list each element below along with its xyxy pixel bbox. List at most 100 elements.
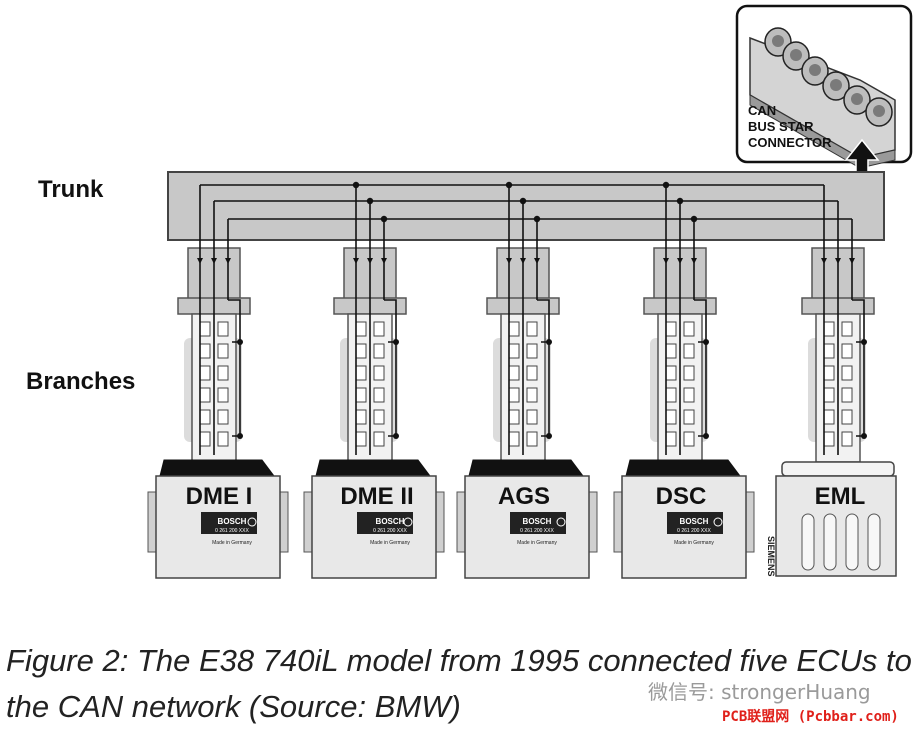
pin-slot bbox=[199, 409, 211, 425]
pin-slot bbox=[665, 365, 677, 381]
pin-slot bbox=[841, 387, 853, 403]
pin-slot bbox=[373, 387, 385, 403]
connector-label: CAN BUS STAR CONNECTOR bbox=[748, 103, 858, 151]
pin-slot bbox=[217, 365, 229, 381]
pin-slot bbox=[508, 321, 520, 337]
pin-slot bbox=[526, 431, 538, 447]
return-wire bbox=[694, 299, 707, 343]
junction-dot bbox=[861, 433, 867, 439]
pin-slot bbox=[355, 343, 367, 359]
junction-dot bbox=[676, 197, 684, 205]
pin-slot bbox=[526, 365, 538, 381]
pin-slot bbox=[373, 365, 385, 381]
junction-dot bbox=[505, 181, 513, 189]
connector-label-line: CAN bbox=[748, 103, 777, 118]
pin-slot bbox=[199, 343, 211, 359]
pin-slot bbox=[665, 431, 677, 447]
eml-rib bbox=[801, 513, 815, 571]
junction-dot bbox=[546, 339, 552, 345]
connector-label-line: CONNECTOR bbox=[748, 135, 832, 150]
junction-dot bbox=[703, 433, 709, 439]
ecu-origin: Made in Germany bbox=[517, 540, 557, 546]
ecu-bracket bbox=[435, 491, 445, 553]
pin-slot bbox=[841, 365, 853, 381]
eml-rib bbox=[845, 513, 859, 571]
eml-rib bbox=[823, 513, 837, 571]
ecu-body bbox=[311, 475, 437, 579]
ecu-part-number: 0 261 200 XXX bbox=[520, 528, 554, 534]
wire-arrow bbox=[849, 258, 855, 264]
wire-arrow bbox=[211, 258, 217, 264]
junction-dot bbox=[662, 181, 670, 189]
junction-dot bbox=[690, 215, 698, 223]
wire-arrow bbox=[663, 258, 669, 264]
pin-slot bbox=[823, 409, 835, 425]
pin-slot bbox=[526, 409, 538, 425]
pin-slot bbox=[199, 387, 211, 403]
pin-slot bbox=[683, 409, 695, 425]
bosch-logo-icon bbox=[247, 517, 257, 527]
pin-slot bbox=[373, 409, 385, 425]
pin-slot bbox=[355, 387, 367, 403]
pin-slot bbox=[217, 387, 229, 403]
ecu-part-number: 0 261 200 XXX bbox=[677, 528, 711, 534]
junction-dot bbox=[366, 197, 374, 205]
wire-arrow bbox=[367, 258, 373, 264]
wire-arrow bbox=[534, 258, 540, 264]
ecu-top-cover bbox=[315, 459, 431, 477]
ecu-name-eml: EML bbox=[814, 483, 866, 510]
pin-slot bbox=[508, 365, 520, 381]
ecu-brand-siemens: SIEMENS bbox=[766, 536, 776, 577]
ecu-name-ags: AGS bbox=[497, 483, 550, 510]
pin-slot bbox=[526, 387, 538, 403]
pin-slot bbox=[217, 431, 229, 447]
ecu-nameplate bbox=[667, 512, 723, 534]
trunk-housing bbox=[167, 171, 885, 241]
ecu-bracket bbox=[745, 491, 755, 553]
pin-slot bbox=[665, 343, 677, 359]
pin-slot bbox=[841, 409, 853, 425]
pin-slot bbox=[683, 431, 695, 447]
ecu-top-cover bbox=[625, 459, 741, 477]
wire-arrow bbox=[677, 258, 683, 264]
bus-star-connector bbox=[735, 4, 913, 169]
pin-slot bbox=[665, 321, 677, 337]
trunk-label: Trunk bbox=[38, 176, 104, 203]
ecu-bracket bbox=[303, 491, 313, 553]
ecu-part-number: 0 261 200 XXX bbox=[215, 528, 249, 534]
pin-slot bbox=[355, 365, 367, 381]
ecu-nameplate bbox=[201, 512, 257, 534]
junction-dot bbox=[703, 339, 709, 345]
branches-label: Branches bbox=[26, 368, 136, 395]
junction-dot bbox=[237, 339, 243, 345]
wire-arrow bbox=[520, 258, 526, 264]
pin-slot bbox=[823, 365, 835, 381]
pin-slot bbox=[355, 431, 367, 447]
bosch-logo-icon bbox=[556, 517, 566, 527]
junction-dot bbox=[237, 433, 243, 439]
wire-arrow bbox=[835, 258, 841, 264]
pin-slot bbox=[217, 343, 229, 359]
can-network-diagram bbox=[147, 4, 913, 579]
wechat-watermark: 微信号: strongerHuang bbox=[648, 680, 871, 704]
ecu-brand: BOSCH bbox=[522, 517, 552, 526]
bosch-logo-icon bbox=[713, 517, 723, 527]
figure-caption: Figure 2: The E38 740iL model from 1995 … bbox=[6, 643, 912, 724]
wire-arrow bbox=[506, 258, 512, 264]
pin-slot bbox=[199, 365, 211, 381]
pin-slot bbox=[526, 343, 538, 359]
ecu-bracket bbox=[279, 491, 289, 553]
ecu-name-dme2: DME II bbox=[340, 483, 414, 510]
ecu-nameplate bbox=[357, 512, 413, 534]
pin-slot bbox=[373, 321, 385, 337]
connector-label-line: BUS STAR bbox=[748, 119, 814, 134]
ecu-brand: BOSCH bbox=[217, 517, 247, 526]
ecu-bracket bbox=[588, 491, 598, 553]
pin-slot bbox=[665, 387, 677, 403]
pin-slot bbox=[841, 343, 853, 359]
pin-slot bbox=[355, 409, 367, 425]
bosch-logo-icon bbox=[403, 517, 413, 527]
junction-dot bbox=[380, 215, 388, 223]
ecu-origin: Made in Germany bbox=[212, 540, 252, 546]
ecu-brand: BOSCH bbox=[679, 517, 709, 526]
